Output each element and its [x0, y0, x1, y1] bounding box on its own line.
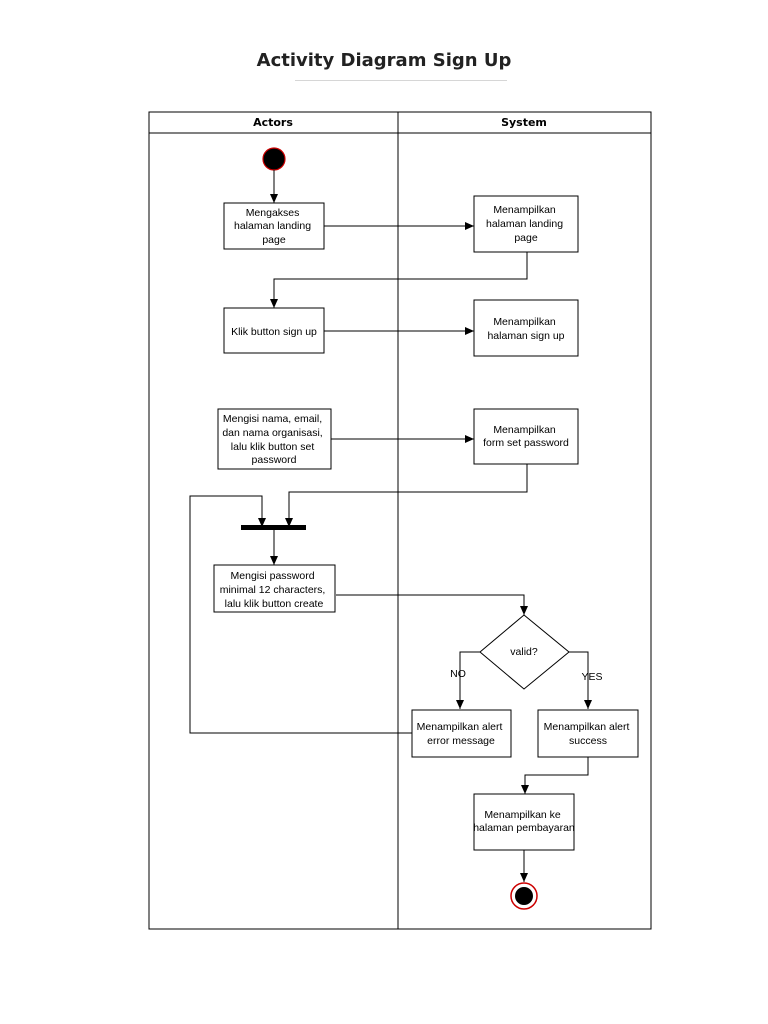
svg-text:Menampilkan alert succes: Menampilkan alert success [544, 721, 633, 747]
edge-s5-s6 [521, 757, 589, 794]
start-node [262, 147, 286, 171]
svg-text:Mengakses halaman landin: Mengakses halaman landing page [234, 207, 314, 246]
edge-label-no: NO [450, 668, 466, 680]
edge-decision-no [456, 651, 480, 709]
node-klik-sign-up: Klik button sign up [223, 307, 325, 354]
node-tampil-landing: Menampilkan halaman landing page [473, 195, 579, 253]
title-underline [295, 80, 507, 81]
end-node [510, 882, 538, 910]
svg-text:Menampilkan alert error: Menampilkan alert error message [417, 721, 506, 747]
svg-text:Menampilkan ke halaman p: Menampilkan ke halaman pembayaran [473, 809, 575, 834]
lane-header-system: System [501, 116, 547, 129]
svg-text:Menampilkan halaman sign: Menampilkan halaman sign up [487, 316, 564, 342]
node-akses-landing: Mengakses halaman landing page [223, 202, 325, 250]
decision-valid: valid? [479, 614, 570, 690]
edge-s1-a2 [270, 252, 528, 308]
edge-s3-join [285, 464, 528, 527]
edge-a4-decision [336, 594, 528, 615]
node-tampil-set-password: Menampilkan form set password [473, 408, 579, 465]
node-ke-pembayaran: Menampilkan ke halaman pembayaran [473, 793, 575, 851]
connectors [189, 170, 592, 882]
svg-text:Klik button sign up: Klik button sign up [231, 326, 317, 338]
edge-label-yes: YES [581, 671, 602, 683]
node-isi-password: Mengisi password minimal 12 characters, … [213, 564, 336, 613]
diagram-title: Activity Diagram Sign Up [256, 50, 512, 71]
node-alert-success: Menampilkan alert success [537, 709, 639, 758]
join-bar [241, 525, 306, 530]
edge-decision-yes [569, 651, 592, 709]
svg-text:Mengisi nama, email, dan: Mengisi nama, email, dan nama organisasi… [222, 413, 325, 466]
node-alert-error: Menampilkan alert error message [411, 709, 512, 758]
node-isi-data: Mengisi nama, email, dan nama organisasi… [217, 408, 332, 470]
swimlane-frame [148, 111, 652, 930]
svg-text:Menampilkan halaman land: Menampilkan halaman landing page [486, 204, 566, 244]
svg-text:Menampilkan form set pas: Menampilkan form set password [483, 424, 569, 449]
lane-header-actors: Actors [253, 116, 293, 129]
svg-text:Mengisi password minimal: Mengisi password minimal 12 characters, … [220, 570, 329, 610]
node-tampil-sign-up: Menampilkan halaman sign up [473, 299, 579, 357]
edge-loop-join [189, 495, 412, 734]
svg-text:valid?: valid? [510, 646, 538, 658]
